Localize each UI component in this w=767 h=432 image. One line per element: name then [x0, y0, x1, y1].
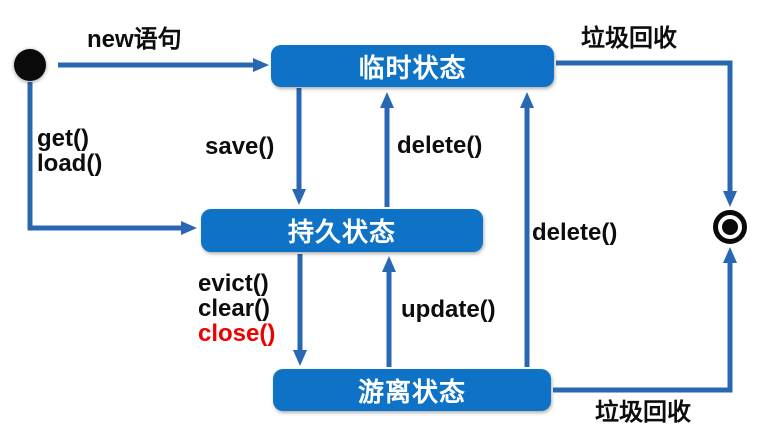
edge-label-evict: evict() [198, 270, 269, 297]
edge-label-new: new语句 [87, 26, 182, 53]
state-label-transient: 临时状态 [358, 52, 467, 83]
edge-label-clear: clear() [198, 295, 271, 322]
state-node-detached: 游离状态 [273, 369, 551, 411]
edge-label-update: update() [401, 296, 496, 323]
initial-state-node [14, 49, 46, 81]
state-node-transient: 临时状态 [271, 45, 554, 87]
edge-label-close: close() [198, 320, 276, 347]
edge-label-get-load: get() load() [37, 126, 102, 176]
final-state-node [713, 210, 747, 244]
state-label-detached: 游离状态 [357, 376, 466, 407]
edge-label-save: save() [205, 133, 275, 160]
edge-label-delete-detached: delete() [532, 219, 618, 246]
edge-label-load: load() [37, 150, 103, 177]
state-node-persistent: 持久状态 [201, 209, 483, 252]
edge-label-gc-top: 垃圾回收 [581, 25, 677, 52]
final-state-core [722, 219, 738, 235]
state-label-persistent: 持久状态 [287, 217, 396, 247]
edge-label-gc-bottom: 垃圾回收 [595, 399, 691, 426]
edge-label-get: get() [37, 125, 89, 152]
edge-get-load-arrow [27, 82, 197, 235]
edge-gc-bottom-arrow [553, 247, 737, 393]
edge-label-evict-clear-close: evict() clear() close() [198, 271, 275, 346]
edge-gc-top-arrow [556, 60, 737, 207]
edge-label-delete-persistent: delete() [397, 132, 483, 159]
